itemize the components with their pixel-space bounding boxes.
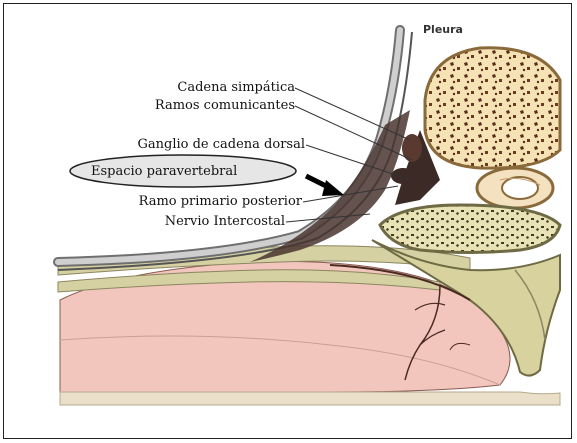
label-pleura: Pleura bbox=[423, 22, 463, 37]
transverse-process-shape bbox=[380, 205, 560, 253]
label-espacio-paravertebral: Espacio paravertebral bbox=[91, 164, 237, 179]
label-cadena-simpatica: Cadena simpática bbox=[130, 80, 295, 95]
label-ramo-primario-posterior: Ramo primario posterior bbox=[80, 194, 302, 209]
label-nervio-intercostal: Nervio Intercostal bbox=[120, 214, 285, 229]
label-ganglio-cadena-dorsal: Ganglio de cadena dorsal bbox=[104, 137, 305, 152]
vertebral-body-shape bbox=[425, 48, 560, 168]
label-ramos-comunicantes: Ramos comunicantes bbox=[118, 98, 295, 113]
